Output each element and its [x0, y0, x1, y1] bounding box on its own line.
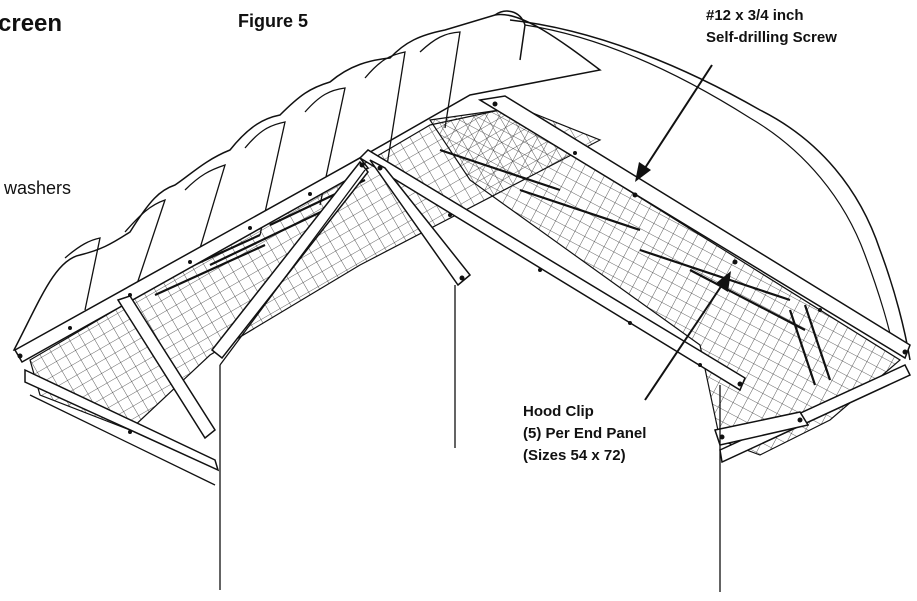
clip-label-line3: (Sizes 54 x 72) [523, 447, 626, 464]
screw-holes [17, 101, 908, 434]
screw-label-line2: Self-drilling Screw [706, 29, 837, 46]
clip-label-line2: (5) Per End Panel [523, 425, 646, 442]
screw-label-line1: #12 x 3/4 inch [706, 7, 804, 24]
hood-right-edge [509, 19, 911, 361]
figure-title: Figure 5 [238, 11, 308, 31]
wall-panels [219, 169, 721, 592]
right-brace [714, 411, 810, 446]
partial-note: washers [3, 178, 71, 198]
left-brace [116, 295, 216, 440]
apex-left-rail [210, 160, 369, 360]
lower-left-rail [24, 368, 220, 472]
clip-label-line1: Hood Clip [523, 403, 594, 420]
apex-right-rail [358, 149, 746, 392]
hood-right-inner [524, 24, 894, 349]
hood-ribs [64, 31, 461, 311]
clip-leader [644, 271, 731, 401]
screw-leader [635, 64, 713, 182]
apex-brace [369, 159, 472, 287]
right-outer-rail [477, 95, 911, 360]
right-lower-rail [719, 364, 912, 464]
partial-heading: creen [0, 10, 62, 37]
